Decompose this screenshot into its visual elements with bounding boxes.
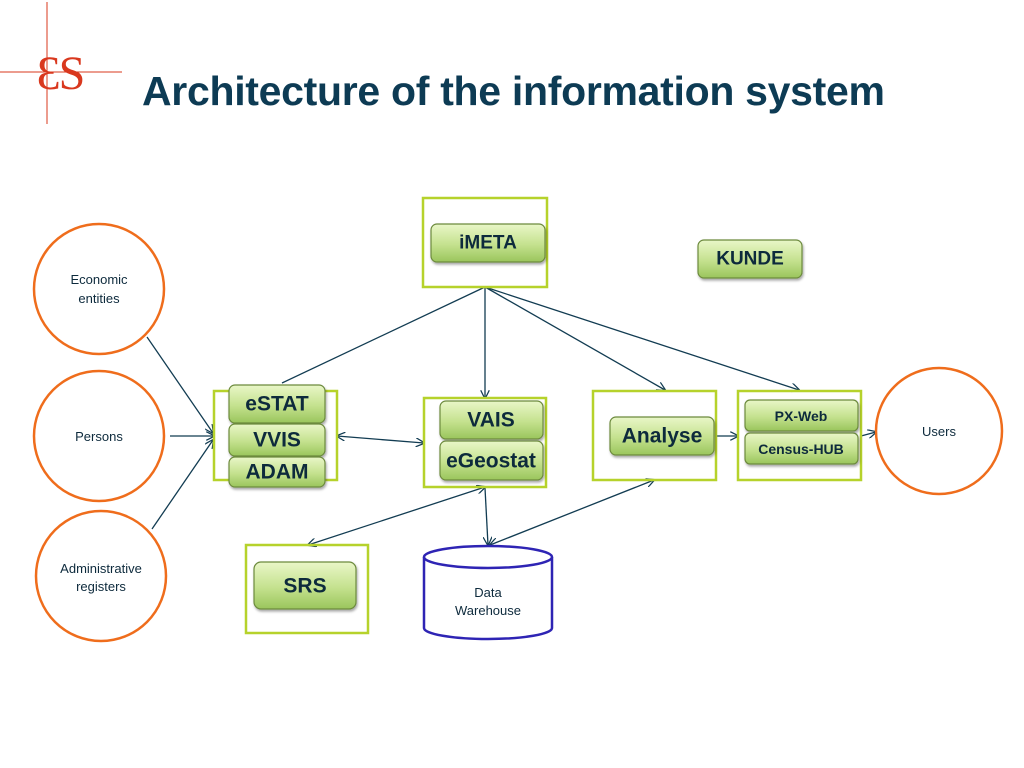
persons-label: Persons (75, 429, 123, 444)
node-economic-entities: Economic entities (32, 222, 166, 356)
arrow-warehouse-analyse (490, 480, 654, 545)
srs-label: SRS (283, 575, 326, 598)
frame-dissemination (736, 389, 863, 482)
px-web-label: PX-Web (775, 408, 828, 424)
frame-srs (244, 543, 370, 635)
arrow-economic-to-collection (146, 336, 213, 433)
connectors (146, 286, 876, 545)
pill-vais: VAIS (439, 400, 544, 440)
node-administrative-registers: Administrative registers (34, 509, 168, 643)
node-data-warehouse: Data Warehouse (422, 544, 554, 641)
economic-entities-line1: Economic (70, 272, 128, 287)
arrow-imeta-to-analyse (484, 286, 665, 390)
pill-adam: ADAM (228, 456, 326, 488)
arrow-dissemination-to-users (860, 432, 876, 436)
pill-srs: SRS (253, 561, 357, 610)
census-hub-label: Census-HUB (758, 441, 844, 457)
data-warehouse-line1: Data (474, 585, 502, 600)
arrow-registers-to-collection (151, 440, 213, 530)
arrow-processing-srs (308, 487, 485, 545)
vais-label: VAIS (467, 409, 514, 432)
administrative-registers-line1: Administrative (60, 561, 142, 576)
analyse-label: Analyse (622, 425, 703, 448)
node-users: Users (874, 366, 1004, 496)
pill-kunde: KUNDE (697, 239, 803, 279)
logo: ƐS (0, 2, 122, 124)
logo-text: ƐS (37, 47, 84, 100)
pill-vvis: VVIS (228, 423, 326, 457)
pill-census-hub: Census-HUB (744, 432, 859, 465)
egeostat-label: eGeostat (446, 450, 536, 473)
pill-egeostat: eGeostat (439, 440, 544, 481)
adam-label: ADAM (246, 461, 309, 484)
slide-title: Architecture of the information system (142, 68, 885, 114)
frame-imeta (421, 196, 549, 289)
administrative-registers-line2: registers (76, 579, 126, 594)
kunde-label: KUNDE (716, 249, 784, 270)
arrow-collection-processing (337, 436, 424, 443)
arrow-processing-to-warehouse (485, 487, 488, 545)
vvis-label: VVIS (253, 429, 301, 452)
arrow-imeta-to-estat (281, 286, 486, 384)
data-warehouse-line2: Warehouse (455, 603, 521, 618)
economic-entities-line2: entities (78, 291, 120, 306)
node-persons: Persons (32, 369, 166, 503)
users-label: Users (922, 424, 956, 439)
imeta-label: iMETA (459, 233, 517, 254)
estat-label: eSTAT (245, 393, 309, 416)
frame-processing (422, 396, 548, 489)
pill-estat: eSTAT (228, 384, 326, 424)
pill-imeta: iMETA (430, 223, 546, 263)
pill-analyse: Analyse (609, 416, 715, 456)
pill-px-web: PX-Web (744, 399, 859, 432)
frame-analyse (591, 389, 718, 482)
arrow-imeta-to-dissemination (484, 286, 799, 390)
